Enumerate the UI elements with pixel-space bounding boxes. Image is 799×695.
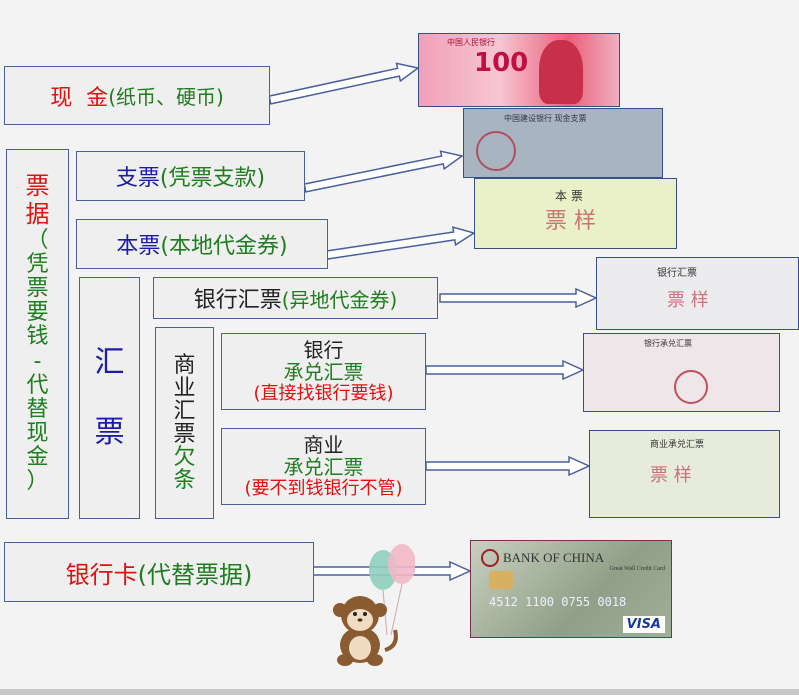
check-box: 支票(凭票支款): [76, 151, 305, 201]
bill-note-char: ）: [26, 469, 49, 495]
bill-note-char: 代: [26, 372, 49, 398]
commercial-acceptance-image: 商业承兑汇票 票 样: [589, 430, 780, 518]
seal-icon: [674, 370, 708, 404]
bill-note-char: 现: [26, 421, 49, 447]
promissory-image-stamp: 票 样: [545, 209, 596, 234]
draft-char: 票: [94, 415, 125, 450]
commercial-acceptance-image-title: 商业承兑汇票: [650, 440, 705, 450]
bill-note-char: 钱: [26, 324, 49, 350]
bank-acceptance-image-title: 银行承兑汇票: [644, 339, 692, 348]
promissory-arrow: [325, 226, 476, 260]
banknote-issuer: 中国人民银行: [447, 38, 495, 47]
bank-acceptance-arrow: [425, 359, 585, 381]
bill-note-char: 金: [26, 445, 49, 471]
banknote-denomination: 100: [474, 48, 529, 78]
commercial-draft-char: 汇: [173, 398, 196, 424]
cash-label: 现 金: [50, 85, 109, 111]
bank-draft-box: 银行汇票(异地代金券): [153, 277, 438, 319]
bank-of-china-logo-icon: [481, 549, 499, 567]
bank-draft-arrow: [439, 287, 598, 309]
commercial-acceptance-box: 商业 承兑汇票 (要不到钱银行不管): [221, 428, 426, 505]
card-number: 4512 1100 0755 0018: [489, 595, 627, 609]
bank-draft-image-stamp: 票 样: [667, 290, 709, 311]
promissory-label: 本票: [116, 234, 161, 259]
check-label: 支票: [115, 166, 160, 191]
promissory-box: 本票(本地代金券): [76, 219, 328, 269]
bank-card-note: (代替票据): [137, 560, 253, 589]
promissory-image: 本 票 票 样: [474, 178, 677, 249]
card-bank-name: BANK OF CHINA: [503, 550, 605, 565]
commercial-acceptance-note: (要不到钱银行不管): [244, 477, 403, 499]
slide-bottom-bar: [0, 689, 799, 695]
commercial-acceptance-image-stamp: 票 样: [650, 465, 692, 486]
draft-char: 汇: [94, 345, 125, 381]
commercial-acceptance-arrow: [425, 455, 591, 477]
bank-acceptance-sub: 承兑汇票: [283, 360, 364, 385]
banknote-image: 中国人民银行 100: [418, 33, 620, 107]
bank-acceptance-box: 银行 承兑汇票 (直接找银行要钱): [221, 333, 426, 410]
commercial-draft-box: 商业汇票欠条: [155, 327, 214, 519]
check-image: 中国建设银行 现金支票: [463, 108, 663, 178]
visa-logo: VISA: [622, 616, 665, 633]
bill-note: （凭票要钱-代替现金）: [26, 227, 49, 495]
check-arrow: [303, 150, 464, 193]
draft-box: 汇票: [79, 277, 140, 519]
bank-draft-image-title: 银行汇票: [657, 268, 697, 279]
check-note: (凭票支款): [159, 166, 266, 191]
bank-acceptance-image: 银行承兑汇票: [583, 333, 780, 412]
credit-card-image: BANK OF CHINA Great Wall Credit Card 451…: [470, 540, 672, 638]
bill-note-char: 替: [26, 396, 49, 422]
bill-note-char: 要: [26, 300, 49, 326]
bill-label: 票据: [25, 172, 50, 228]
bank-draft-note: (异地代金券): [281, 287, 398, 312]
commercial-draft-char: 业: [173, 375, 196, 401]
promissory-note: (本地代金券): [160, 234, 288, 259]
chip-icon: [489, 571, 513, 589]
commercial-acceptance-label: 商业: [303, 433, 344, 458]
commercial-draft-char: 商: [173, 352, 196, 378]
card-product: Great Wall Credit Card: [609, 566, 665, 572]
cash-arrow: [268, 62, 420, 105]
portrait: [539, 40, 583, 104]
cash-note: (纸币、硬币): [108, 85, 224, 109]
bill-note-char: （: [26, 227, 49, 253]
seal-icon: [476, 131, 516, 171]
bank-acceptance-label: 银行: [303, 338, 344, 363]
promissory-image-title: 本 票: [555, 189, 583, 203]
commercial-draft-note-char: 欠: [173, 445, 196, 471]
cash-box: 现 金(纸币、硬币): [4, 66, 270, 125]
bank-card-box: 银行卡(代替票据): [4, 542, 314, 602]
bank-draft-label: 银行汇票: [193, 288, 282, 313]
bill-note-char: -: [33, 348, 42, 374]
commercial-draft-char: 票: [173, 422, 196, 447]
monkey-with-balloons-illustration: [333, 544, 415, 666]
bill-note-char: 票: [26, 275, 49, 301]
commercial-acceptance-sub: 承兑汇票: [283, 455, 364, 480]
bank-card-label: 银行卡: [65, 560, 138, 589]
check-image-title: 中国建设银行 现金支票: [504, 114, 587, 123]
bill-box: 票据 （凭票要钱-代替现金）: [6, 149, 69, 519]
bill-note-char: 凭: [26, 251, 49, 277]
bank-acceptance-note: (直接找银行要钱): [253, 382, 394, 404]
commercial-draft-note-char: 条: [173, 468, 196, 494]
bank-draft-image: 银行汇票 票 样: [596, 257, 799, 330]
